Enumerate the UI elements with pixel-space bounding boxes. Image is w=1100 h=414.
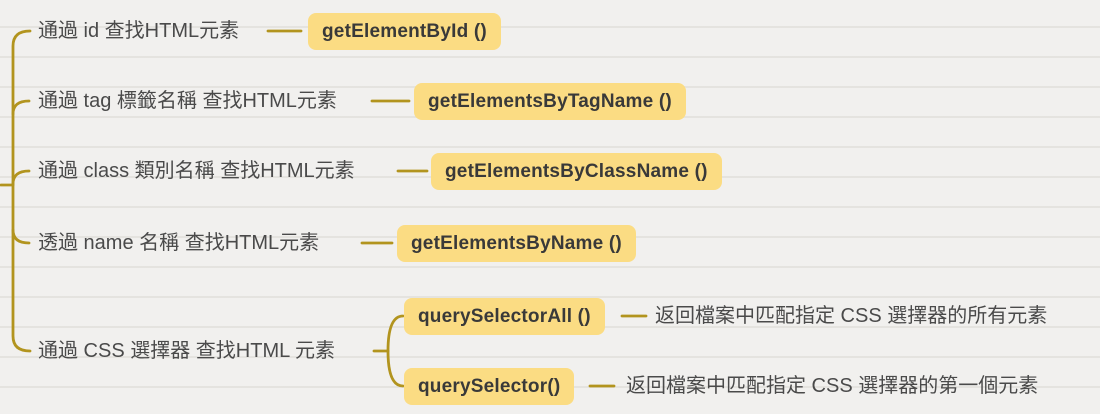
branch-curve-2: [11, 99, 31, 116]
branch-label-id[interactable]: 通過 id 查找HTML元素: [38, 20, 240, 42]
description-queryselectorall[interactable]: 返回檔案中匹配指定 CSS 選擇器的所有元素: [655, 305, 1048, 327]
branch-label-tag[interactable]: 通過 tag 標籤名稱 查找HTML元素: [38, 90, 337, 112]
trunk-line: [11, 29, 32, 353]
description-queryselector[interactable]: 返回檔案中匹配指定 CSS 選擇器的第一個元素: [626, 375, 1039, 397]
method-chip-getelementsbyname[interactable]: getElementsByName (): [397, 225, 636, 262]
method-chip-getelementbyid[interactable]: getElementById (): [308, 13, 501, 50]
method-chip-queryselectorall[interactable]: querySelectorAll (): [404, 298, 605, 335]
branch-label-class[interactable]: 通過 class 類別名稱 查找HTML元素: [38, 160, 355, 182]
branch-curve-4: [11, 228, 31, 245]
branch-label-name[interactable]: 透過 name 名稱 查找HTML元素: [38, 232, 320, 254]
method-chip-queryselector[interactable]: querySelector(): [404, 368, 575, 405]
method-chip-getelementsbyclassname[interactable]: getElementsByClassName (): [431, 153, 722, 190]
branch-curve-3: [11, 169, 31, 186]
branch-label-css-selector[interactable]: 通過 CSS 選擇器 查找HTML 元素: [38, 340, 336, 362]
method-chip-getelementsbytagname[interactable]: getElementsByTagName (): [414, 83, 686, 120]
fork-curve: [386, 314, 405, 388]
